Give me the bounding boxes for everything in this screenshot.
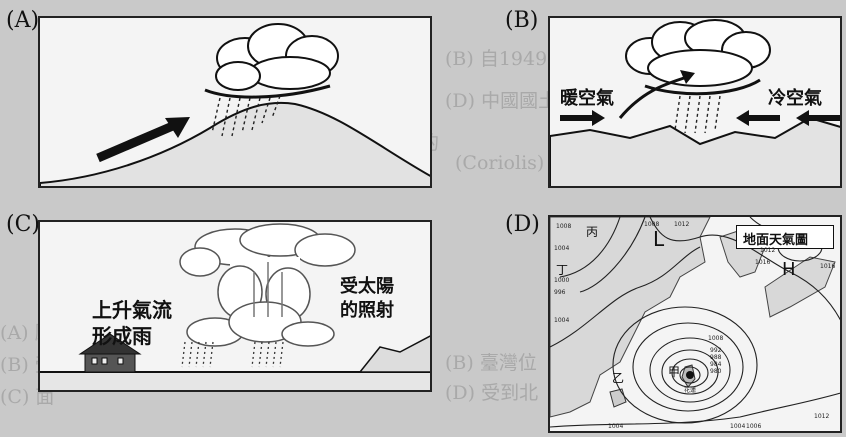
cold-arrow-2	[796, 110, 840, 126]
rising-air-label-2: 形成雨	[92, 324, 152, 348]
label-b: (B)	[505, 8, 539, 33]
panel-a-drawing	[40, 23, 430, 186]
isobar-label: 1004	[608, 423, 624, 430]
panel-d-drawing	[550, 217, 840, 428]
background-text-5: (B) 臺灣位	[445, 352, 537, 374]
label-c: (C)	[6, 212, 40, 237]
rain-b	[674, 95, 721, 134]
taiwan-label: 花蓮	[684, 387, 697, 394]
map-title: 地面天氣圖	[743, 233, 809, 248]
isobar-label: 984	[710, 361, 722, 368]
panel-a-orographic-rain	[38, 16, 432, 188]
isobar-label: 1004	[730, 423, 746, 430]
region-ding-label: 丁	[556, 263, 569, 277]
cumulonimbus-cloud	[179, 223, 356, 347]
mountain-shape	[40, 101, 430, 186]
isobar-label: 980	[710, 368, 722, 375]
background-text-4: (Coriolis)	[455, 152, 545, 174]
cloud-a	[215, 23, 339, 91]
label-a: (A)	[6, 8, 40, 33]
isobar-label: 1012	[674, 221, 690, 228]
panel-c-drawing	[40, 223, 430, 390]
terrain-b	[550, 116, 840, 186]
cold-air-label: 冷空氣	[768, 88, 822, 109]
cloud-b	[625, 19, 771, 87]
wind-arrow-a	[96, 117, 190, 163]
typhoon-symbol	[686, 371, 694, 379]
panel-c-convectional-rain: 上升氣流 形成雨 受太陽 的照射	[38, 220, 432, 392]
hainan-landmass	[609, 388, 627, 408]
isobar-label: 1000	[554, 277, 570, 284]
warm-arrow	[560, 110, 605, 126]
isobar-label: 992	[710, 347, 722, 354]
background-text-1: (B) 自1949年	[445, 48, 567, 70]
isobar-label: 1006	[746, 423, 762, 430]
warm-air-label: 暖空氣	[560, 88, 614, 109]
japan-landmass	[764, 256, 836, 318]
isobar-label: 1008	[556, 223, 572, 230]
isobar-label: 1004	[554, 317, 570, 324]
china-landmass	[550, 217, 711, 418]
sun-label-2: 的照射	[340, 300, 394, 321]
isobar-label: 1004	[554, 245, 570, 252]
label-d: (D)	[505, 212, 540, 237]
isobar-label: 1008	[644, 221, 660, 228]
region-jia-label: 甲	[668, 365, 681, 379]
panel-b-drawing	[550, 19, 840, 186]
sun-label-1: 受太陽	[340, 276, 394, 297]
updraft-lines	[253, 262, 283, 317]
region-yi-label: 乙	[612, 371, 625, 385]
low-pressure-label: L	[653, 227, 665, 251]
isobar-label: 1008	[708, 335, 724, 342]
map-title-box: 地面天氣圖	[736, 225, 834, 249]
isobar-label: 1012	[760, 247, 776, 254]
background-text-6: (D) 受到北	[445, 382, 539, 404]
region-bing-label: 丙	[586, 225, 599, 239]
background-text-2: (D) 中國國土	[445, 90, 558, 112]
rain-c	[181, 341, 284, 368]
cold-arrow-1	[736, 110, 780, 126]
isobar-label: 1016	[820, 263, 836, 270]
panel-d-weather-map: 地面天氣圖 L H 丙 丁 乙 甲 花蓮 1008 1004 1000 996 …	[548, 215, 842, 433]
high-pressure-label: H	[782, 259, 796, 280]
isobar-label: 1012	[814, 413, 830, 420]
isobar-label: 1016	[755, 259, 771, 266]
house-icon	[78, 333, 142, 373]
panel-b-frontal-rain: 暖空氣 冷空氣	[548, 16, 842, 188]
rain-a	[211, 95, 281, 137]
isobar-label: 988	[710, 354, 722, 361]
isobar-label: 996	[554, 289, 566, 296]
rising-arrow-head	[680, 70, 695, 84]
rising-air-label-1: 上升氣流	[92, 298, 172, 322]
hill-c	[358, 335, 430, 373]
cloud-base	[204, 84, 331, 99]
ground-c	[40, 372, 430, 390]
